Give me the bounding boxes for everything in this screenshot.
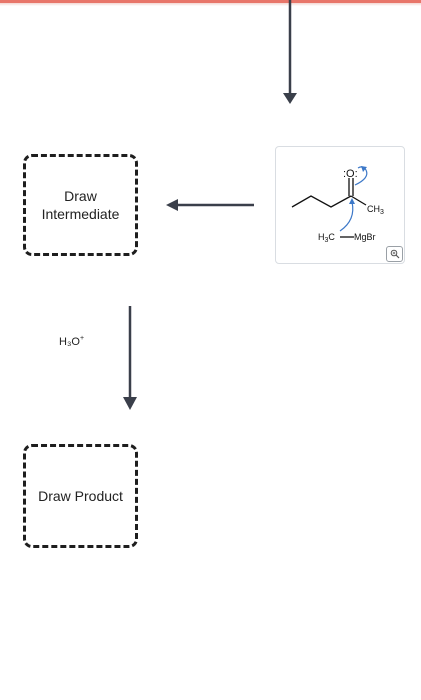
draw-intermediate-line2: Intermediate [41,206,120,222]
zoom-button[interactable] [386,246,403,262]
draw-intermediate-line1: Draw [64,188,97,204]
left-arrow [166,199,254,211]
top-down-arrow [283,0,297,104]
reagent-formula: H₃O [59,336,80,348]
carbon-chain [291,195,352,208]
draw-product-label: Draw Product [38,488,123,504]
draw-intermediate-label: Draw Intermediate [42,187,120,223]
methyl-label: CH3 [367,204,384,216]
reagent-label: H₃O+ [59,335,84,348]
top-accent-bar [0,0,421,3]
curved-arrow-carbonyl [354,166,368,186]
magnifier-icon [390,249,399,259]
draw-product-box[interactable]: Draw Product [23,444,138,548]
oxygen-label: :O: [343,168,358,180]
draw-intermediate-box[interactable]: Draw Intermediate [23,154,138,256]
curved-arrow-nucleophile [339,201,354,232]
grignard-h3c-label: H3C [318,232,335,244]
top-bar-shadow [0,3,421,6]
methyl-bond [350,195,367,206]
bottom-down-arrow [123,306,137,410]
curved-arrow-head-2 [361,166,367,172]
grignard-mgbr-label: MgBr [354,232,376,242]
curved-arrow-head-1 [349,198,355,204]
reagent-charge: + [79,335,85,342]
